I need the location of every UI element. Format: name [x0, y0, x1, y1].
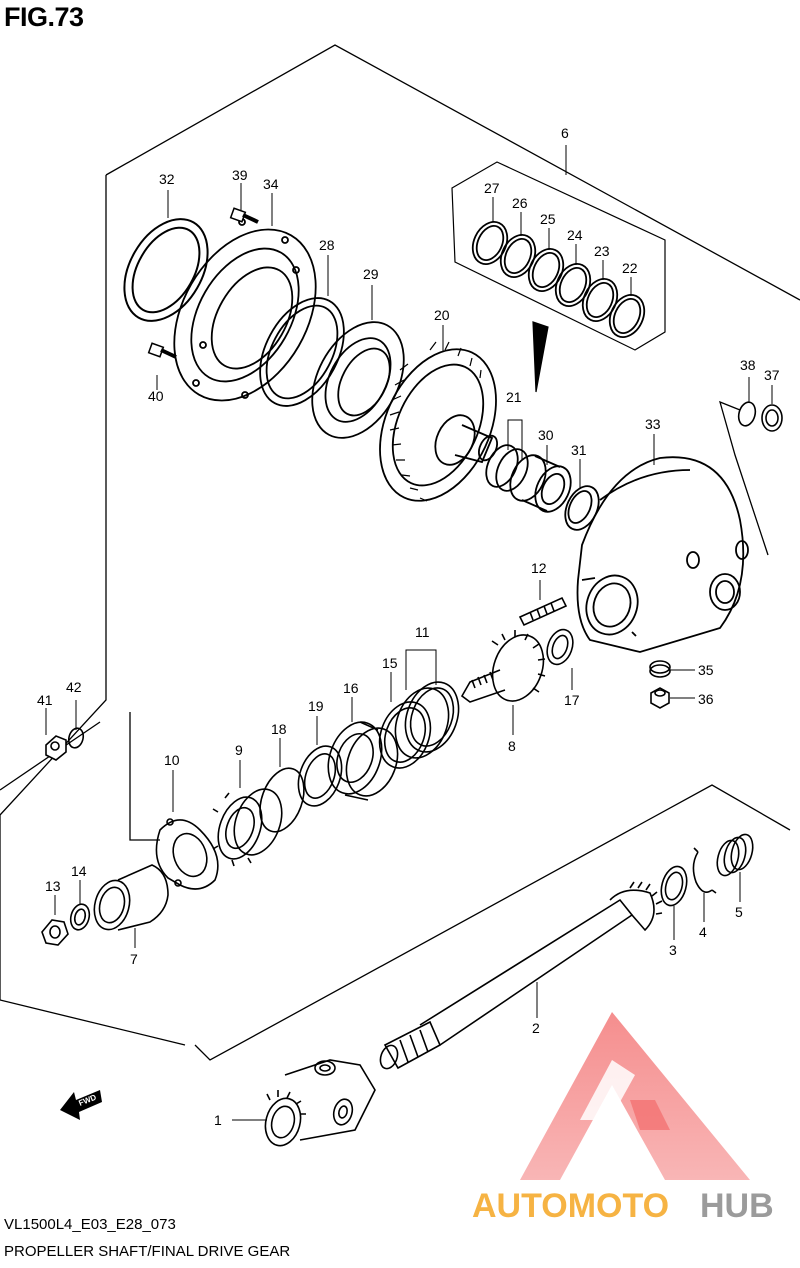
part-19-seal	[297, 745, 343, 807]
callout-42: 42	[66, 679, 82, 695]
part-1-universal-joint	[264, 1059, 376, 1147]
logo-text-hub: HUB	[700, 1187, 774, 1225]
part-2-propeller-shaft	[379, 881, 663, 1070]
callout-4: 4	[699, 924, 707, 940]
part-26-ring	[499, 234, 537, 278]
part-5-spring	[716, 833, 754, 877]
callout-31: 31	[571, 442, 587, 458]
part-27-ring	[471, 221, 509, 265]
figure-caption: PROPELLER SHAFT/FINAL DRIVE GEAR	[4, 1243, 291, 1260]
callout-28: 28	[319, 237, 335, 253]
part-4-circlip	[692, 847, 717, 894]
part-9-retainer	[212, 788, 283, 867]
callout-25: 25	[540, 211, 556, 227]
callout-27: 27	[484, 180, 500, 196]
leader-lines	[45, 145, 773, 1121]
part-17-bearing	[546, 628, 574, 666]
callout-38: 38	[740, 357, 756, 373]
callout-39: 39	[232, 167, 248, 183]
callout-3: 3	[669, 942, 677, 958]
part-39-bolt	[229, 207, 259, 224]
callout-15: 15	[382, 655, 398, 671]
part-41-cap-nut	[45, 735, 67, 761]
callout-5: 5	[735, 904, 743, 920]
callout-16: 16	[343, 680, 359, 696]
callout-9: 9	[235, 742, 243, 758]
callout-1: 1	[214, 1112, 222, 1128]
part-28-shim	[259, 297, 345, 407]
part-21-shims	[485, 444, 529, 492]
figure-code: VL1500L4_E03_E28_073	[4, 1216, 176, 1233]
part-42-washer	[67, 727, 85, 749]
part-37-plug	[761, 404, 783, 432]
callout-2: 2	[532, 1020, 540, 1036]
callout-18: 18	[271, 721, 287, 737]
callout-6: 6	[561, 125, 569, 141]
callout-34: 34	[263, 176, 279, 192]
callout-7: 7	[130, 951, 138, 967]
callout-22: 22	[622, 260, 638, 276]
callout-21: 21	[506, 389, 522, 405]
part-16-bearing	[327, 721, 399, 801]
part-8-pinion-gear	[460, 630, 546, 703]
part-20-ring-gear	[379, 341, 498, 502]
part-24-ring	[554, 263, 592, 307]
callout-11: 11	[415, 624, 430, 640]
part-7-sleeve	[93, 864, 169, 931]
assembly-outline	[0, 44, 800, 1061]
callout-26: 26	[512, 195, 528, 211]
callout-8: 8	[508, 738, 516, 754]
figure-title: FIG.73	[4, 2, 84, 32]
callout-13: 13	[45, 878, 61, 894]
callout-37: 37	[764, 367, 780, 383]
seal-rings-22-27	[471, 221, 646, 338]
callout-35: 35	[698, 662, 714, 678]
part-14-washer	[69, 903, 91, 931]
callout-36: 36	[698, 691, 714, 707]
part-32-seal	[123, 218, 209, 322]
callout-32: 32	[159, 171, 175, 187]
seal-ring-subgroup-frame	[451, 161, 666, 393]
part-11-shims	[394, 681, 460, 759]
part-35-washer	[649, 660, 671, 678]
part-40-bolt	[147, 342, 177, 359]
callout-40: 40	[148, 388, 164, 404]
part-15-shim	[378, 701, 432, 769]
callout-29: 29	[363, 266, 379, 282]
callout-20: 20	[434, 307, 450, 323]
callout-24: 24	[567, 227, 583, 243]
callout-41: 41	[37, 692, 53, 708]
part-36-nut	[650, 687, 670, 709]
part-33-gear-case	[576, 456, 749, 653]
callout-10: 10	[164, 752, 180, 768]
part-25-ring	[527, 248, 565, 292]
part-12-stud	[518, 596, 568, 627]
part-38-gasket	[737, 401, 757, 427]
callout-33: 33	[645, 416, 661, 432]
part-13-nut	[41, 919, 69, 946]
part-31-oil-seal	[564, 485, 600, 531]
part-18-circlip	[259, 767, 305, 833]
callout-23: 23	[594, 243, 610, 259]
logo-text-automoto: AUTOMOTO	[472, 1187, 669, 1225]
callout-30: 30	[538, 427, 554, 443]
part-3-ring	[660, 865, 688, 907]
part-10-gasket	[155, 818, 219, 890]
callout-19: 19	[308, 698, 324, 714]
part-23-ring	[581, 278, 619, 322]
callout-labels: 6 32 39 34 28 29 20 40 27 26 25 24 23 22…	[37, 125, 780, 1128]
callout-17: 17	[564, 692, 580, 708]
automotohub-logo: AUTOMOTO HUB	[472, 1012, 774, 1225]
part-22-ring	[608, 294, 646, 338]
callout-12: 12	[531, 560, 547, 576]
fwd-arrow-icon: FWD	[60, 1090, 102, 1120]
callout-14: 14	[71, 863, 87, 879]
